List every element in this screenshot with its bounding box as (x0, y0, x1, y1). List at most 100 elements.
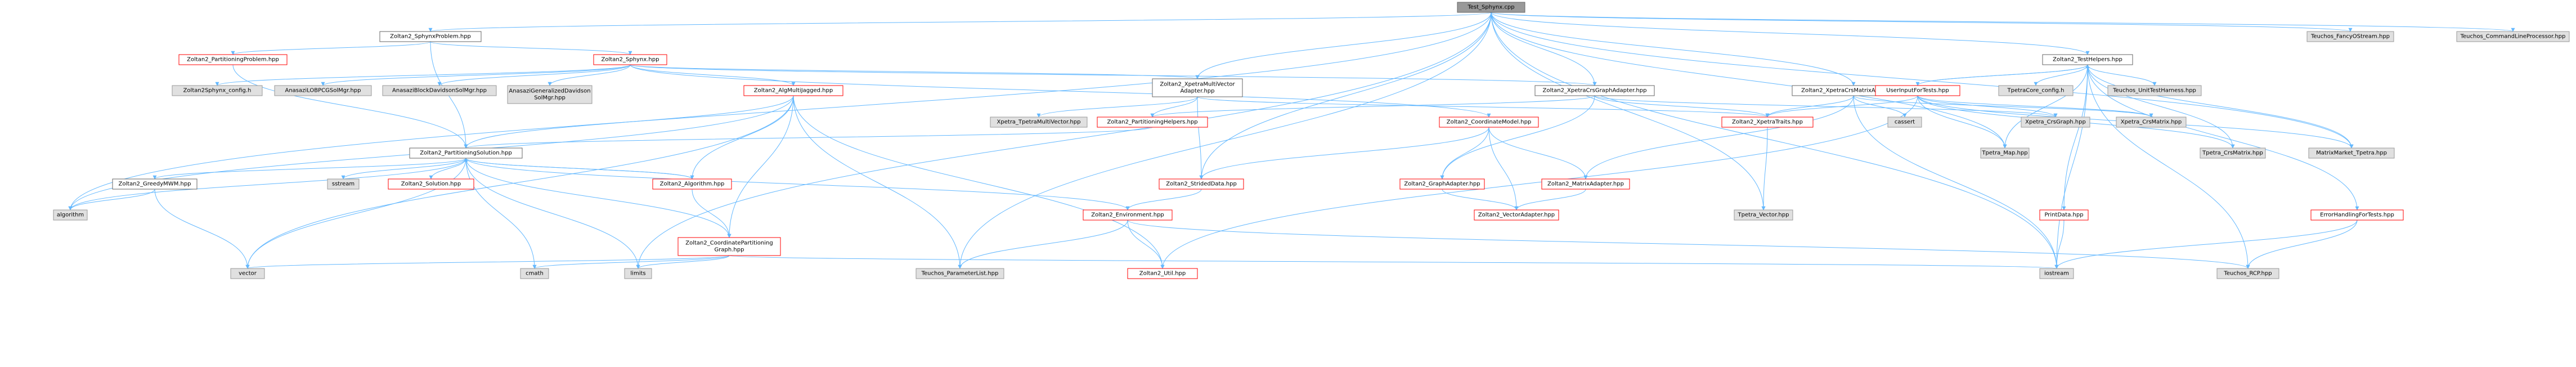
node-label: Teuchos_RCP.hpp (2223, 271, 2272, 277)
node-matrixAdapter[interactable]: Zoltan2_MatrixAdapter.hpp (1541, 178, 1630, 190)
node-paramList: Teuchos_ParameterList.hpp (915, 268, 1004, 279)
edge-root-to-stridedData (1199, 12, 1492, 180)
edge-xpetraCrsGraphAdapter-to-xpetraCrsGraph (1594, 95, 2058, 118)
node-coordinateModel[interactable]: Zoltan2_CoordinateModel.hpp (1439, 117, 1539, 128)
node-box (2200, 147, 2266, 159)
node-sphynxProblem[interactable]: Zoltan2_SphynxProblem.hpp (379, 31, 482, 42)
node-box (507, 85, 593, 104)
edge-userInputForTests-to-testHelpers (1917, 64, 2090, 86)
edge-partitioningSolution-to-sstream (341, 158, 466, 180)
node-box (230, 268, 265, 279)
node-graphAdapter[interactable]: Zoltan2_GraphAdapter.hpp (1399, 178, 1485, 190)
edge-graphAdapter-to-vectorAdapter (1442, 189, 1519, 211)
node-label: Zoltan2_XpetraMultiVector (1160, 82, 1235, 88)
node-box (53, 209, 88, 221)
node-label: Zoltan2_CoordinatePartitioning (685, 240, 773, 247)
edge-sphynx-to-algMultiJagged (630, 64, 796, 86)
node-label: ErrorHandlingForTests.hpp (2320, 212, 2394, 218)
edge-greedyMWM-to-vector (154, 189, 250, 269)
node-box (2456, 31, 2570, 42)
edge-environment-to-rcp (1127, 220, 2250, 269)
node-algorithm[interactable]: Zoltan2_Algorithm.hpp (652, 178, 732, 190)
node-partitioningHelpers[interactable]: Zoltan2_PartitioningHelpers.hpp (1097, 117, 1208, 128)
node-solution[interactable]: Zoltan2_Solution.hpp (388, 178, 474, 190)
node-box (2042, 54, 2133, 65)
node-label: Graph.hpp (715, 247, 744, 253)
edge-xpetraCrsMatrixAdapter-to-matrixAdapter (1583, 95, 1854, 180)
node-label: Zoltan2_TestHelpers.hpp (2053, 57, 2122, 63)
node-root[interactable]: Test_Sphynx.cpp (1457, 2, 1525, 13)
node-environment[interactable]: Zoltan2_Environment.hpp (1083, 209, 1173, 221)
edge-xpetraTraits-to-tpetraVector (1761, 127, 1768, 211)
node-label: Zoltan2_Sphynx.hpp (602, 57, 659, 63)
node-greedyMWM[interactable]: Zoltan2_GreedyMWM.hpp (112, 178, 198, 190)
include-edges (68, 12, 2515, 269)
node-label: Zoltan2_Util.hpp (1139, 271, 1186, 277)
node-algMultiJagged[interactable]: Zoltan2_AlgMultiJagged.hpp (743, 85, 843, 96)
node-stridedData[interactable]: Zoltan2_StridedData.hpp (1159, 178, 1244, 190)
node-cassert: cassert (1887, 117, 1922, 128)
node-box (409, 147, 523, 159)
node-box (2021, 117, 2090, 128)
edge-algMultiJagged-to-coordPartGraph (727, 95, 794, 238)
edge-algorithm-to-partitioningSolution (464, 158, 693, 180)
node-box (1152, 78, 1243, 97)
node-label: Tpetra_Map.hpp (1981, 150, 2027, 156)
edge-partitioningHelpers-to-partitioningSolution (464, 127, 1153, 149)
node-algorithmStd: algorithm (53, 209, 88, 221)
node-printData[interactable]: PrintData.hpp (2039, 209, 2089, 221)
edge-testHelpers-to-unitTestHarness (2087, 64, 2157, 86)
node-matrixMarket: MatrixMarket_Tpetra.hpp (2308, 147, 2395, 159)
node-box (1474, 209, 1559, 221)
node-box (1721, 117, 1814, 128)
node-partitioningSolution[interactable]: Zoltan2_PartitioningSolution.hpp (409, 147, 523, 159)
node-label: SolMgr.hpp (534, 95, 566, 101)
edge-algMultiJagged-to-paramList (793, 95, 962, 269)
edge-greedyMWM-to-algorithmStd (68, 189, 155, 211)
edge-algorithm-to-coordPartGraph (692, 189, 731, 238)
node-label: sstream (332, 181, 354, 187)
node-box (1097, 117, 1208, 128)
node-label: PrintData.hpp (2044, 212, 2083, 218)
node-box (915, 268, 1004, 279)
edge-testHelpers-to-tpetraCrsMatrix (2087, 64, 2235, 149)
node-box (2107, 85, 2202, 96)
node-box (274, 85, 372, 96)
node-label: Teuchos_UnitTestHarness.hpp (2112, 88, 2196, 94)
node-label: Xpetra_CrsMatrix.hpp (2121, 119, 2182, 126)
edge-partitioningSolution-to-cmath (465, 158, 537, 269)
node-label: Test_Sphynx.cpp (1467, 5, 1514, 11)
node-errorHandling[interactable]: ErrorHandlingForTests.hpp (2310, 209, 2404, 221)
node-xpetraTraits[interactable]: Zoltan2_XpetraTraits.hpp (1721, 117, 1814, 128)
node-util[interactable]: Zoltan2_Util.hpp (1127, 268, 1198, 279)
node-label: Teuchos_FancyOStream.hpp (2310, 34, 2390, 40)
edge-userInputForTests-to-tpetraMap (1917, 95, 2007, 149)
node-box (677, 237, 781, 256)
node-label: Zoltan2_PartitioningHelpers.hpp (1107, 119, 1197, 126)
node-label: Zoltan2_GreedyMWM.hpp (118, 181, 191, 187)
node-label: Zoltan2_Algorithm.hpp (660, 181, 725, 187)
node-label: Zoltan2_GraphAdapter.hpp (1404, 181, 1480, 187)
node-box (1534, 85, 1655, 96)
node-xpetraCrsGraph: Xpetra_CrsGraph.hpp (2021, 117, 2090, 128)
node-box (2306, 31, 2394, 42)
edge-algMultiJagged-to-vector (245, 95, 794, 269)
node-lobpcg: AnasaziLOBPCGSolMgr.hpp (274, 85, 372, 96)
node-xpetraCrsGraphAdapter[interactable]: Zoltan2_XpetraCrsGraphAdapter.hpp (1534, 85, 1655, 96)
node-box (1887, 117, 1922, 128)
edge-xpetraCrsMatrixAdapter-to-xpetraTraits (1765, 95, 1854, 118)
node-testHelpers[interactable]: Zoltan2_TestHelpers.hpp (2042, 54, 2133, 65)
node-label: AnasaziBlockDavidsonSolMgr.hpp (392, 88, 487, 94)
node-tpetraCrsMatrix: Tpetra_CrsMatrix.hpp (2200, 147, 2266, 159)
node-label: Tpetra_CrsMatrix.hpp (2202, 150, 2263, 156)
node-box (2308, 147, 2395, 159)
node-userInputForTests[interactable]: UserInputForTests.hpp (1875, 85, 1960, 96)
node-label: Teuchos_CommandLineProcessor.hpp (2460, 34, 2566, 40)
node-sphynx[interactable]: Zoltan2_Sphynx.hpp (593, 54, 667, 65)
edge-coordPartGraph-to-iostream (729, 255, 2058, 269)
node-partitioningProblem[interactable]: Zoltan2_PartitioningProblem.hpp (178, 54, 288, 65)
node-vectorAdapter[interactable]: Zoltan2_VectorAdapter.hpp (1474, 209, 1559, 221)
